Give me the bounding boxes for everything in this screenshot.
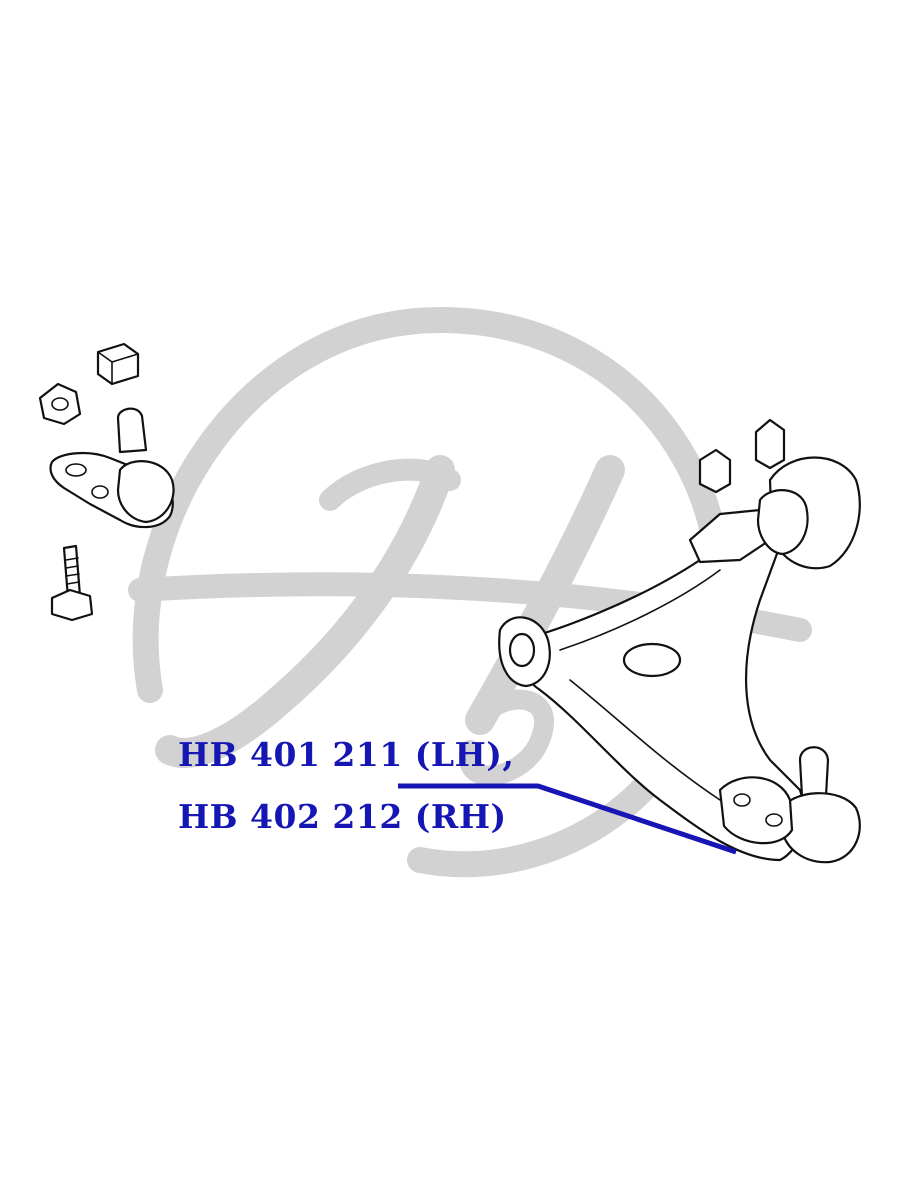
callout-leader-line [398, 783, 737, 855]
nut-top-drawing [96, 342, 140, 386]
rear-bushing-drawing [698, 418, 861, 570]
watermark-swirl-stroke [132, 307, 734, 878]
watermark-h-left-stroke [155, 455, 455, 768]
ball-joint-exploded-parts [38, 342, 175, 622]
ball-joint-drawing [49, 407, 175, 529]
hb-logo-watermark [128, 307, 812, 878]
watermark-top-hook [319, 458, 461, 511]
watermark-loop [459, 689, 554, 786]
bolt-drawing [50, 544, 94, 622]
control-arm-drawing [498, 418, 861, 864]
boot-clip-drawing [38, 382, 82, 426]
part-number-lh-label: HB 401 211 (LH), [178, 735, 514, 774]
part-number-rh-label: HB 402 212 (RH) [178, 797, 507, 836]
outer-ball-joint-drawing [718, 746, 861, 864]
front-bushing-drawing [498, 616, 551, 688]
arm-hole-drawing [622, 642, 682, 678]
